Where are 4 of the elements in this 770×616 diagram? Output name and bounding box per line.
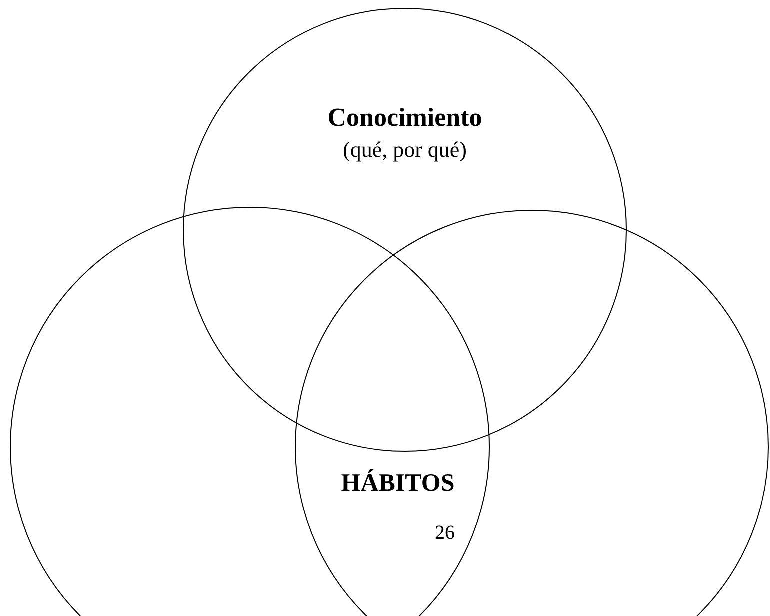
circle-heading: Conocimiento [328,103,482,133]
venn-circle [183,8,627,452]
circle-subtitle: (qué, por qué) [343,137,467,163]
page-number: 26 [435,522,455,545]
